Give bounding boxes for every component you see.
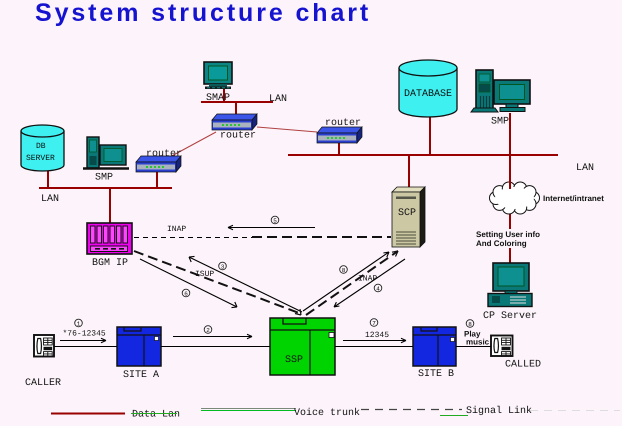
- svg-text:*76-12345: *76-12345: [63, 330, 106, 339]
- svg-text:router: router: [220, 131, 256, 142]
- svg-text:1: 1: [77, 321, 81, 328]
- svg-text:5: 5: [273, 218, 277, 225]
- svg-text:BGM IP: BGM IP: [92, 258, 128, 269]
- svg-text:Play: Play: [464, 330, 481, 339]
- svg-text:Setting User info: Setting User info: [476, 230, 540, 239]
- svg-text:Internet/intranet: Internet/intranet: [543, 194, 604, 203]
- svg-text:SSP: SSP: [285, 355, 303, 366]
- svg-text:CP Server: CP Server: [483, 311, 537, 322]
- svg-text:8: 8: [468, 321, 472, 328]
- svg-text:DATABASE: DATABASE: [404, 89, 452, 100]
- svg-text:INAP: INAP: [358, 275, 377, 284]
- svg-text:INAP: INAP: [167, 225, 186, 234]
- svg-text:4: 4: [376, 286, 380, 293]
- svg-text:3: 3: [221, 264, 225, 271]
- svg-text:LAN: LAN: [576, 163, 594, 174]
- svg-text:SMP: SMP: [95, 173, 113, 184]
- svg-text:LAN: LAN: [41, 194, 59, 205]
- svg-text:Data Lan: Data Lan: [132, 410, 180, 421]
- svg-text:And Coloring: And Coloring: [476, 239, 527, 248]
- svg-text:2: 2: [206, 327, 210, 334]
- svg-text:DB: DB: [36, 142, 46, 151]
- svg-text:6: 6: [184, 291, 188, 298]
- svg-text:8: 8: [342, 267, 346, 274]
- svg-text:CALLER: CALLER: [25, 378, 61, 389]
- svg-text:SITE A: SITE A: [123, 370, 159, 381]
- svg-text:CALLED: CALLED: [505, 360, 541, 371]
- svg-text:SMP: SMP: [491, 117, 509, 128]
- svg-text:SCP: SCP: [398, 208, 416, 219]
- svg-text:music: music: [466, 338, 490, 347]
- svg-text:7: 7: [372, 320, 376, 327]
- svg-text:Signal Link: Signal Link: [466, 405, 532, 417]
- svg-text:12345: 12345: [365, 331, 389, 340]
- svg-text:LAN: LAN: [269, 94, 287, 105]
- svg-text:ISUP: ISUP: [195, 270, 214, 279]
- svg-text:SMAP: SMAP: [206, 93, 230, 104]
- svg-text:Voice trunk: Voice trunk: [294, 407, 360, 419]
- svg-text:router: router: [325, 118, 361, 129]
- svg-text:SITE B: SITE B: [418, 369, 454, 380]
- svg-text:router: router: [146, 149, 182, 160]
- svg-text:SERVER: SERVER: [26, 154, 55, 163]
